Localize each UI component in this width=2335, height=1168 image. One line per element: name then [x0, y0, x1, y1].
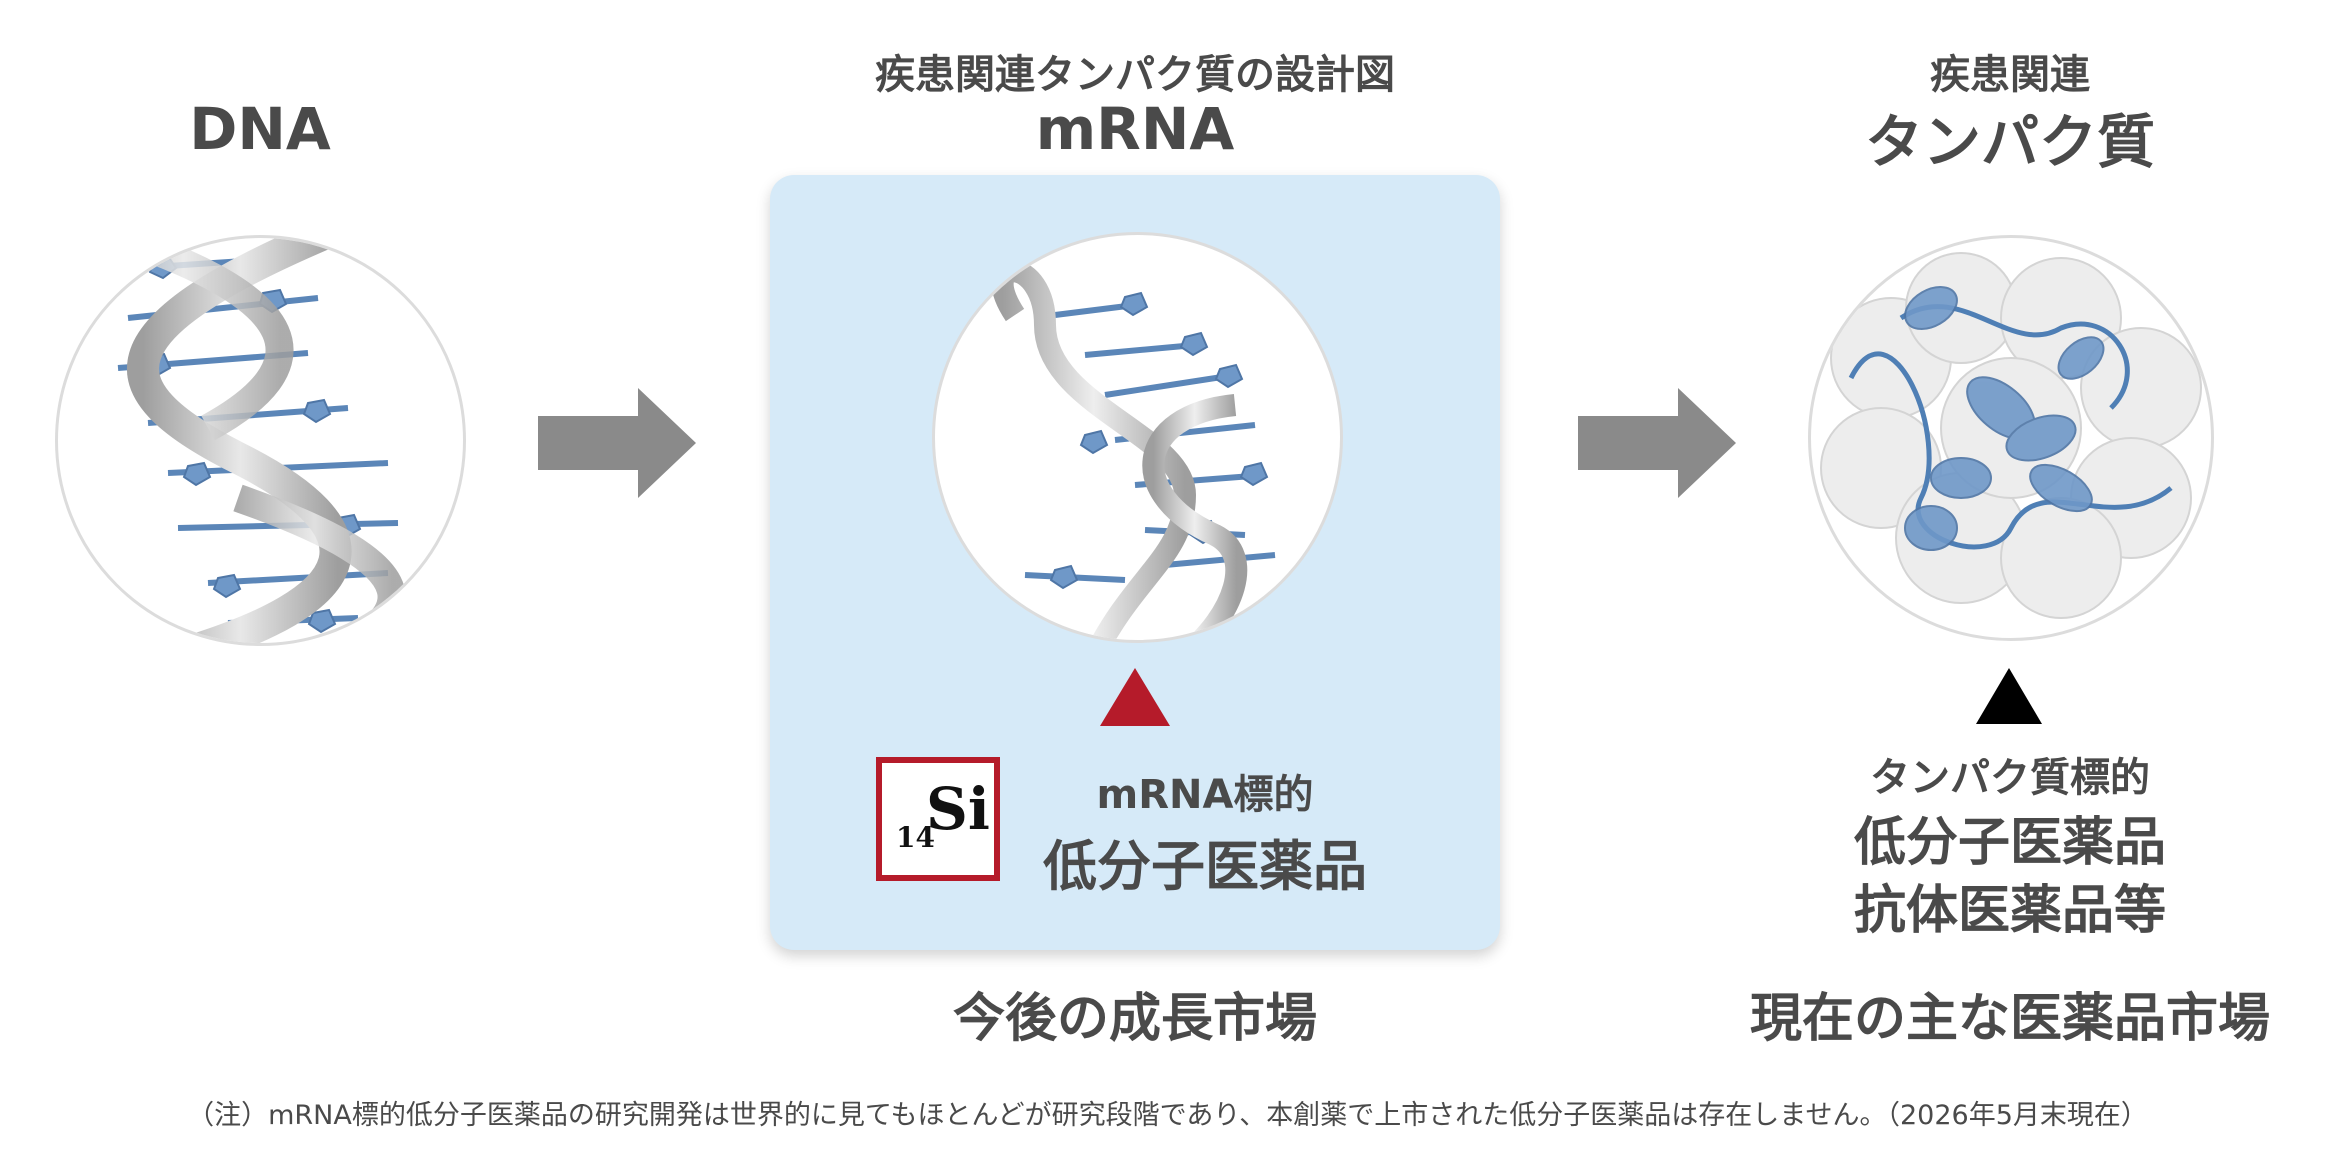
red-up-triangle-icon [1100, 668, 1170, 726]
protein-image [1808, 235, 2214, 641]
mrna-target-label: mRNA標的 [1096, 772, 1314, 818]
protein-title: タンパク質 [1864, 108, 2155, 176]
right-arrow-icon [1578, 388, 1736, 498]
dna-helix-icon [83, 238, 406, 643]
mrna-subtitle: 疾患関連タンパク質の設計図 [875, 52, 1395, 98]
rna-strand-icon [991, 260, 1276, 640]
dna-image [55, 235, 466, 646]
si-element-logo: 14 Si [876, 757, 1000, 881]
logo-symbol: Si [926, 775, 990, 843]
right-arrow-icon [538, 388, 696, 498]
mrna-drug-label: 低分子医薬品 [1043, 835, 1367, 898]
mrna-market-label: 今後の成長市場 [952, 989, 1317, 1049]
protein-structure-icon [1820, 252, 2202, 619]
protein-target-label: タンパク質標的 [1870, 755, 2150, 801]
protein-market-label: 現在の主な医薬品市場 [1749, 989, 2270, 1049]
protein-drug-label-2: 抗体医薬品等 [1853, 881, 2166, 941]
footnote: （注）mRNA標的低分子医薬品の研究開発は世界的に見てもほとんどが研究段階であり… [187, 1100, 2148, 1131]
protein-subtitle: 疾患関連 [1930, 52, 2090, 98]
dna-title: DNA [189, 95, 331, 163]
protein-drug-label-1: 低分子医薬品 [1853, 813, 2166, 873]
mrna-title: mRNA [1035, 95, 1235, 163]
mrna-image [932, 232, 1343, 643]
logo-atomic-number: 14 [896, 821, 935, 854]
black-up-triangle-icon [1976, 668, 2042, 724]
